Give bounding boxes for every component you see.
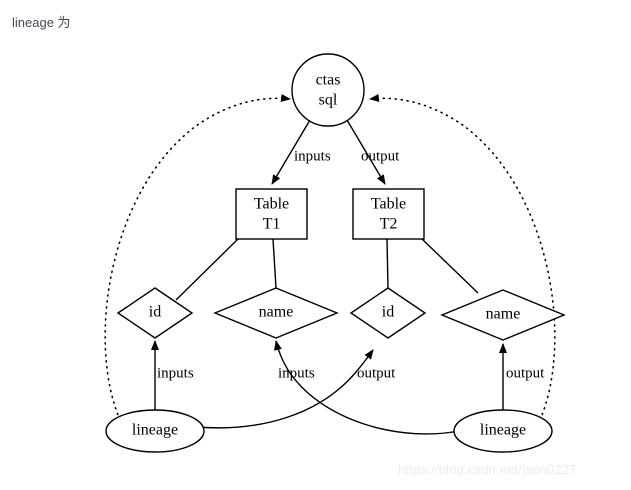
node-attr-name-1[interactable]: name — [213, 287, 339, 339]
edge-lineage-left-to-attr-id-2 — [196, 349, 374, 429]
node-table-t2-box[interactable] — [352, 188, 425, 240]
node-lineage-left-label: lineage — [132, 422, 178, 439]
edge-table-t2-to-attr-id-2 — [386, 238, 389, 289]
edge-lineage-right-to-ctas-sql — [369, 94, 556, 421]
node-lineage-left[interactable]: lineage — [105, 409, 205, 453]
node-attr-name-1-label: name — [259, 304, 294, 321]
edge-labels-group: inputs output inputs inputs output outpu… — [157, 148, 545, 381]
node-attr-name-1-diamond[interactable] — [213, 287, 339, 339]
node-ctas-sql-label-line2: sql — [319, 92, 338, 109]
edge-table-t2-to-attr-name-2 — [421, 238, 479, 294]
node-ctas-sql-circle[interactable] — [291, 53, 365, 127]
node-attr-name-2-diamond[interactable] — [440, 289, 566, 341]
watermark-text: https://blog.csdn.net/json0227 — [398, 462, 577, 477]
node-attr-id-1-label: id — [149, 304, 161, 321]
node-table-t2-label-line1: Table — [371, 196, 406, 213]
edge-label-lineage-right-to-name2: output — [506, 365, 545, 381]
edge-label-lineage-right-to-name1: inputs — [278, 365, 315, 381]
node-lineage-right-ellipse[interactable] — [453, 409, 553, 453]
edge-label-sql-to-t2: output — [361, 148, 400, 164]
node-ctas-sql[interactable]: ctas sql — [291, 53, 365, 127]
node-table-t2-label-line2: T2 — [380, 216, 398, 233]
node-attr-id-1[interactable]: id — [116, 287, 194, 339]
node-lineage-left-ellipse[interactable] — [105, 409, 205, 453]
node-table-t1-label-line1: Table — [254, 196, 289, 213]
node-attr-id-2-diamond[interactable] — [349, 287, 427, 339]
edge-label-sql-to-t1: inputs — [294, 148, 331, 164]
node-attr-id-2-label: id — [382, 304, 394, 321]
node-attr-id-1-diamond[interactable] — [116, 287, 194, 339]
node-ctas-sql-label-line1: ctas — [316, 72, 341, 89]
edge-ctas-sql-to-table-t1 — [271, 119, 311, 185]
node-table-t1-label-line2: T1 — [263, 216, 281, 233]
edge-lineage-left-to-ctas-sql — [104, 94, 291, 421]
node-attr-name-2[interactable]: name — [440, 289, 566, 341]
node-lineage-right[interactable]: lineage — [453, 409, 553, 453]
node-lineage-right-label: lineage — [480, 422, 526, 439]
edge-lineage-right-to-attr-name-1 — [274, 340, 465, 435]
node-attr-id-2[interactable]: id — [349, 287, 427, 339]
caption-text: lineage 为 — [12, 15, 71, 30]
node-attr-name-2-label: name — [486, 306, 521, 323]
edge-label-lineage-left-to-id2: output — [357, 365, 396, 381]
edge-ctas-sql-to-table-t2 — [346, 119, 386, 185]
node-table-t1[interactable]: Table T1 — [235, 188, 308, 240]
edge-table-t1-to-attr-name-1 — [272, 238, 277, 289]
dotted-edges-group — [104, 94, 556, 421]
edge-table-t1-to-attr-id-1 — [175, 238, 239, 301]
node-table-t2[interactable]: Table T2 — [352, 188, 425, 240]
node-table-t1-box[interactable] — [235, 188, 308, 240]
solid-edges-group — [151, 119, 507, 435]
edge-label-lineage-left-to-id1: inputs — [157, 365, 194, 381]
